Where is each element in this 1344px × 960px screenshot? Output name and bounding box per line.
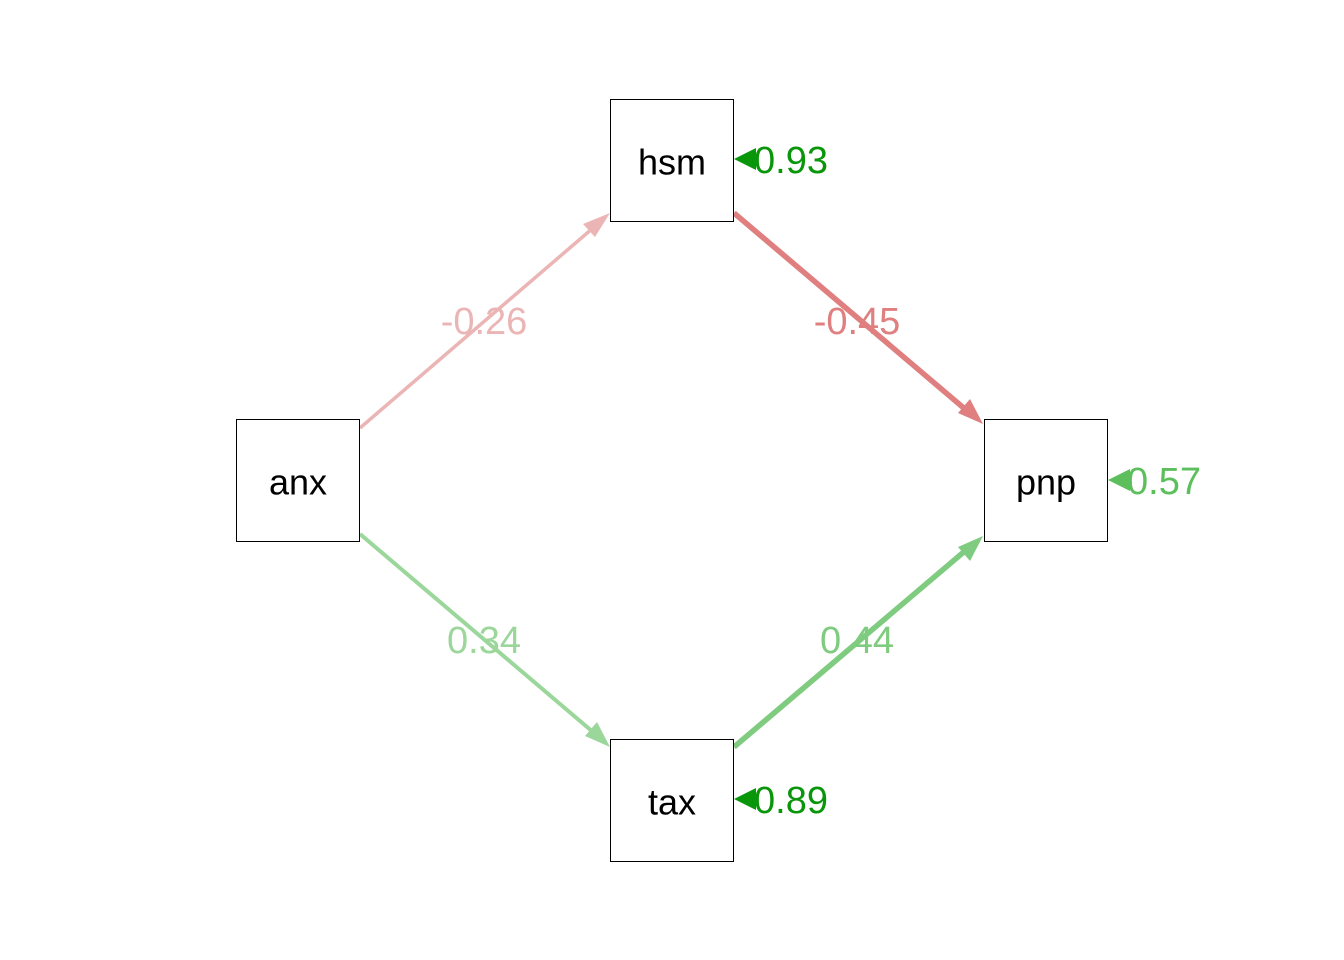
node-hsm: hsm: [610, 99, 734, 222]
residual-label-tax: 0.89: [754, 780, 828, 822]
residual-hsm: 0.93: [734, 140, 828, 182]
edge-hsm-pnp: [732, 210, 983, 424]
arrowhead-icon: [958, 536, 983, 561]
edge-anx-hsm: [358, 213, 610, 430]
edge-label-anx-hsm: -0.26: [441, 301, 528, 343]
residual-label-pnp: 0.57: [1127, 461, 1201, 503]
edge-anx-tax: [358, 532, 610, 747]
arrowhead-icon: [585, 722, 610, 747]
node-label-anx: anx: [269, 462, 327, 503]
residual-label-hsm: 0.93: [754, 140, 828, 182]
edge-label-hsm-pnp: -0.45: [814, 301, 901, 343]
node-anx: anx: [236, 419, 360, 542]
node-label-pnp: pnp: [1016, 462, 1076, 503]
arrowhead-icon: [734, 788, 756, 810]
arrowhead-icon: [1108, 469, 1130, 491]
arrowhead-icon: [958, 399, 983, 424]
node-label-hsm: hsm: [638, 142, 706, 183]
edge-label-tax-pnp: 0.44: [820, 620, 894, 662]
node-pnp: pnp: [984, 419, 1108, 542]
arrowhead-icon: [734, 148, 756, 170]
node-tax: tax: [610, 739, 734, 862]
arrowhead-icon: [583, 213, 610, 237]
residual-pnp: 0.57: [1108, 461, 1201, 503]
edge-tax-pnp: [732, 536, 983, 750]
node-label-tax: tax: [648, 782, 696, 823]
residual-tax: 0.89: [734, 780, 828, 822]
edge-label-anx-tax: 0.34: [447, 620, 521, 662]
